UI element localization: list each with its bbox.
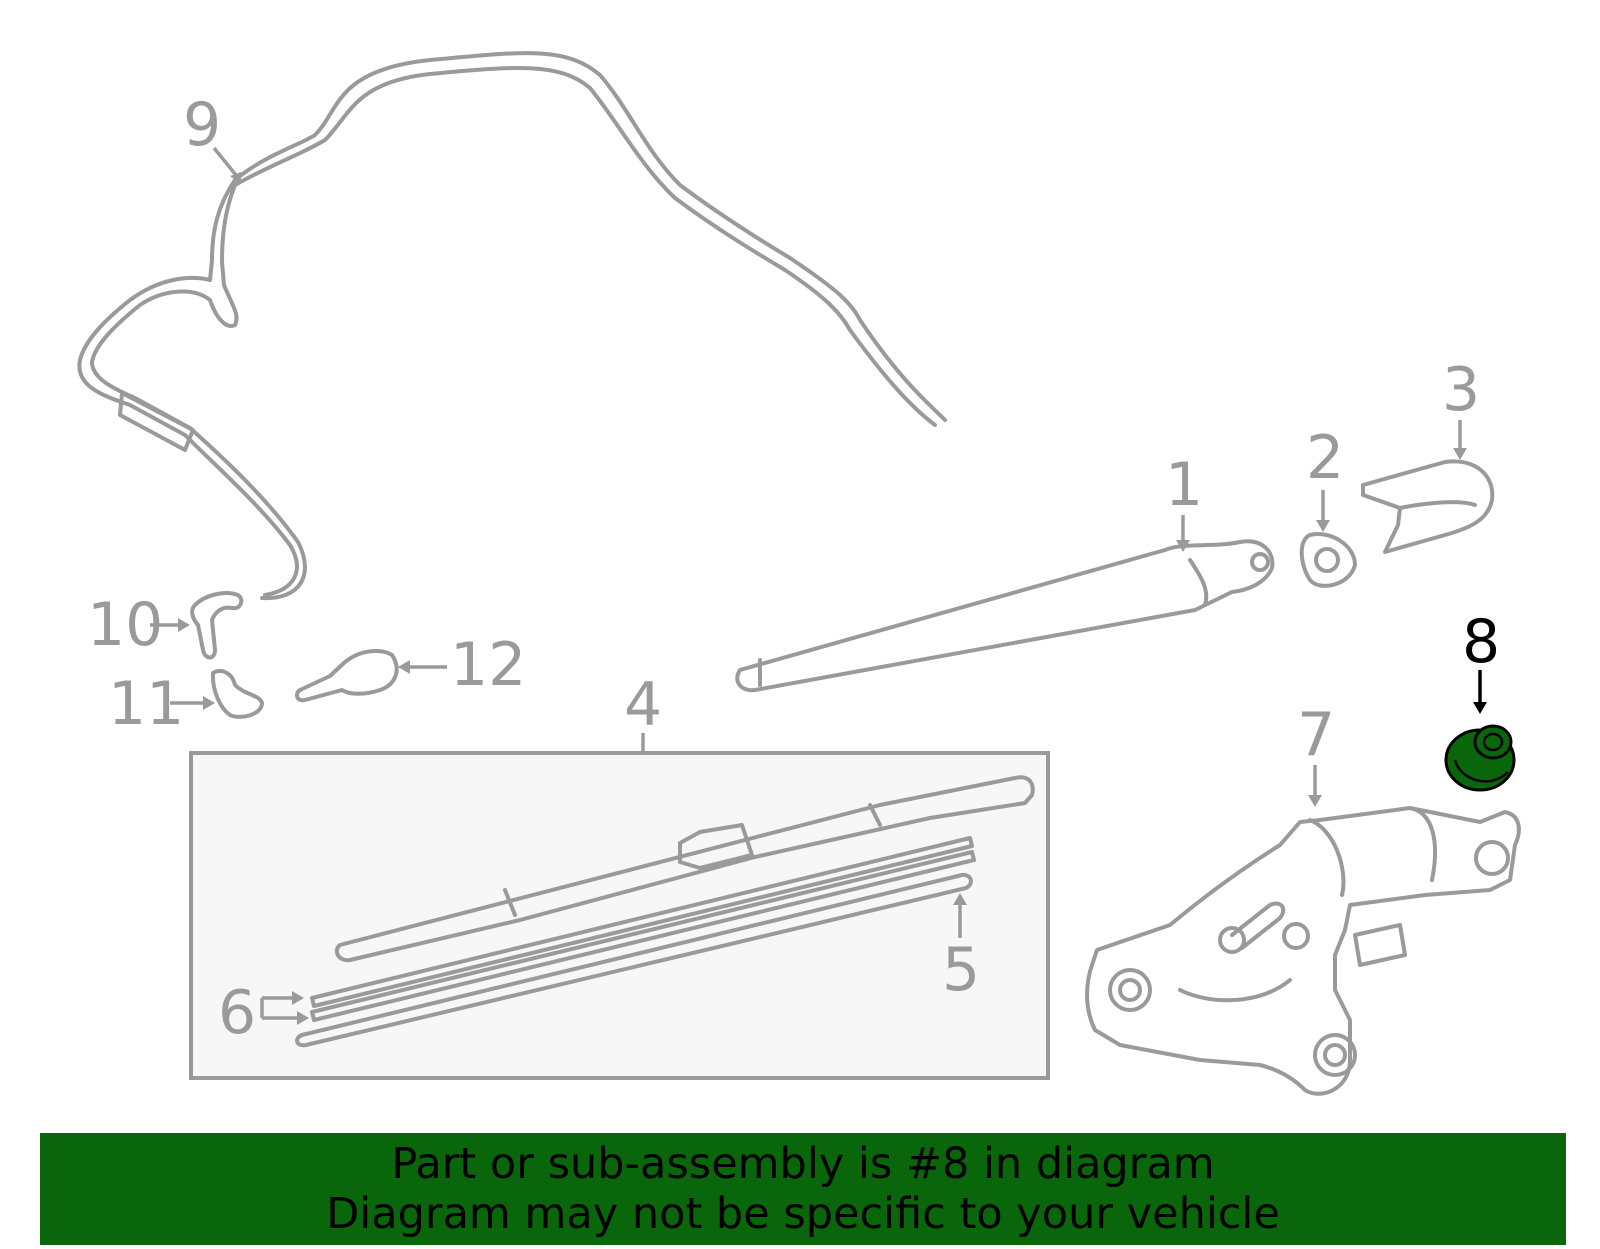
nozzle-part-12[interactable] (295, 648, 399, 703)
callout-10: 10 (87, 590, 163, 660)
blade-assembly-box-part-4[interactable] (189, 751, 1050, 1080)
banner-line-2: Diagram may not be specific to your vehi… (326, 1189, 1280, 1239)
callout-12: 12 (450, 630, 526, 700)
elbow-part-10[interactable] (190, 591, 244, 660)
callout-7: 7 (1297, 700, 1335, 770)
leader-lines (150, 146, 1487, 1025)
callout-5: 5 (942, 935, 980, 1005)
banner-line-1: Part or sub-assembly is #8 in diagram (391, 1139, 1215, 1189)
callout-6: 6 (218, 978, 256, 1048)
callout-1: 1 (1165, 450, 1203, 520)
wiper-motor-part-7[interactable] (1085, 806, 1521, 1096)
cap-part-3[interactable] (1361, 459, 1495, 554)
nut-part-2[interactable] (1299, 532, 1357, 588)
callout-8: 8 (1462, 607, 1500, 677)
callout-9: 9 (183, 90, 221, 160)
info-banner: Part or sub-assembly is #8 in diagram Di… (40, 1133, 1566, 1245)
callout-2: 2 (1306, 423, 1344, 493)
callout-3: 3 (1442, 355, 1480, 425)
clip-part-11[interactable] (210, 668, 264, 719)
grommet-part-8[interactable] (1444, 724, 1516, 792)
washer-hose-part-9[interactable] (77, 51, 947, 601)
callout-4: 4 (624, 670, 662, 740)
callout-11: 11 (108, 669, 184, 739)
wiper-arm-part-1[interactable] (735, 539, 1275, 693)
